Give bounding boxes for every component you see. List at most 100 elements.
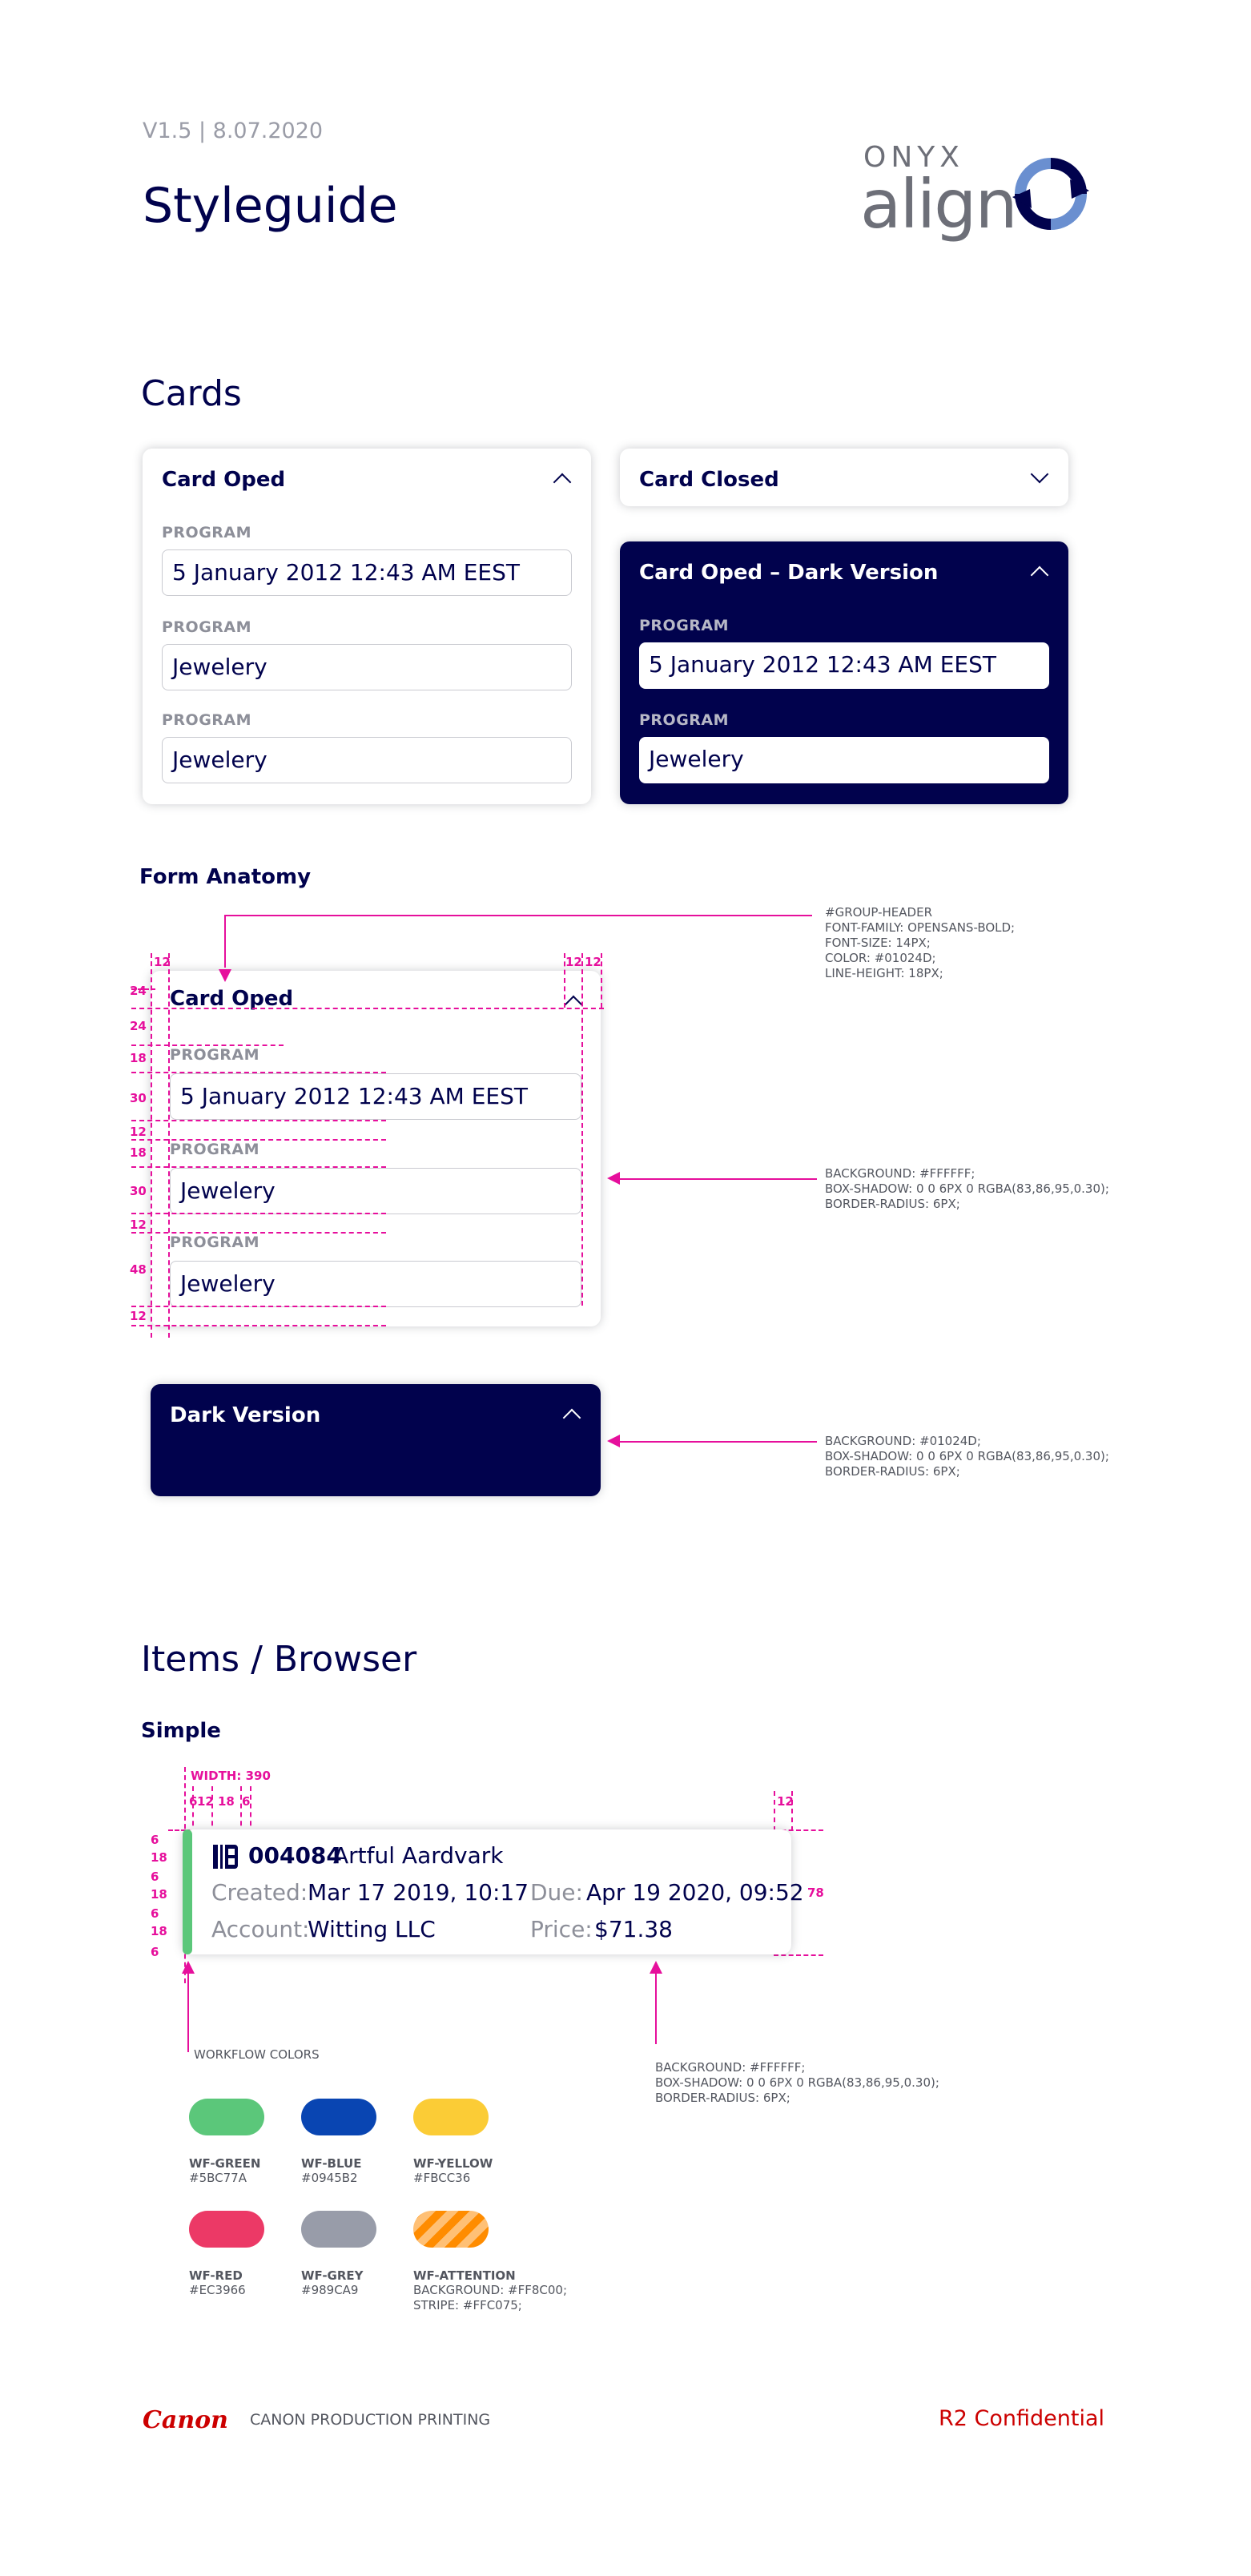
- dim-label: 12: [565, 955, 582, 969]
- guide-line: [168, 1829, 192, 1831]
- program-field[interactable]: Jewelery: [162, 737, 572, 783]
- swatch-yellow: [413, 2099, 489, 2135]
- swatch-attention: [413, 2211, 489, 2248]
- annotation-line: [620, 1441, 817, 1443]
- dim-label: 6: [151, 1870, 159, 1884]
- dim-label: 6: [189, 1794, 198, 1809]
- field-label: PROGRAM: [162, 618, 252, 636]
- guide-line: [192, 1786, 194, 1834]
- guide-line: [131, 1139, 386, 1141]
- swatch-blue: [301, 2099, 376, 2135]
- guide-line: [250, 1786, 251, 1834]
- guide-line: [131, 1072, 386, 1073]
- account-value: Witting LLC: [308, 1916, 436, 1942]
- header-spec-note: #GROUP-HEADER FONT-FAMILY: OPENSANS-BOLD…: [825, 905, 1016, 980]
- program-field[interactable]: 5 January 2012 12:43 AM EEST: [170, 1073, 581, 1120]
- onyx-align-logo: ONYX align: [860, 141, 1092, 245]
- annotation-line: [620, 1178, 817, 1180]
- width-note: WIDTH: 390: [191, 1769, 271, 1783]
- guide-line: [791, 1791, 793, 1831]
- swatch-hex: #5BC77A: [189, 2171, 247, 2185]
- dim-label: 12: [130, 1125, 147, 1139]
- dim-label: 24: [130, 1019, 147, 1033]
- workflow-stripe: [183, 1829, 192, 1954]
- field-label: PROGRAM: [162, 524, 252, 541]
- company-name: CANON PRODUCTION PRINTING: [250, 2411, 491, 2429]
- guide-line: [151, 953, 152, 1338]
- dim-label: 18: [218, 1794, 235, 1809]
- chevron-down-icon[interactable]: [1030, 465, 1049, 484]
- dark-version-title: Dark Version: [170, 1403, 321, 1427]
- program-field[interactable]: Jewelery: [170, 1168, 581, 1214]
- card-closed[interactable]: Card Closed: [620, 449, 1068, 506]
- annotation-line: [187, 1972, 189, 2052]
- dim-label: 12: [130, 1218, 147, 1232]
- item-name: Artful Aardvark: [333, 1842, 504, 1869]
- swatch-name: WF-RED: [189, 2268, 243, 2283]
- dim-label: 18: [151, 1924, 167, 1938]
- swatch-name: WF-GREEN: [189, 2156, 261, 2171]
- item-id: 004084: [248, 1842, 342, 1869]
- program-field[interactable]: Jewelery: [162, 644, 572, 690]
- guide-line: [774, 1829, 823, 1831]
- dim-label: 18: [151, 1850, 167, 1865]
- logo-onyx-text: ONYX: [863, 141, 964, 174]
- card-dark: Card Oped – Dark Version PROGRAM 5 Janua…: [620, 541, 1068, 804]
- program-field[interactable]: Jewelery: [170, 1261, 581, 1307]
- anatomy-card-title: Card Oped: [170, 987, 294, 1011]
- dim-label: 12: [585, 955, 601, 969]
- program-field[interactable]: 5 January 2012 12:43 AM EEST: [162, 549, 572, 596]
- arrow-down-icon: [219, 969, 231, 982]
- chevron-up-icon[interactable]: [1030, 566, 1049, 585]
- guide-line: [131, 1166, 386, 1168]
- swatch-name: WF-ATTENTION: [413, 2268, 516, 2283]
- workflow-colors-label: WORKFLOW COLORS: [194, 2047, 320, 2062]
- guide-line: [581, 953, 583, 1306]
- swatch-name: WF-YELLOW: [413, 2156, 493, 2171]
- item-card[interactable]: [183, 1829, 791, 1954]
- field-label: PROGRAM: [639, 617, 730, 634]
- dark-version-card: Dark Version: [151, 1384, 601, 1496]
- guide-line: [131, 1306, 386, 1307]
- program-field[interactable]: Jewelery: [639, 737, 1049, 783]
- swatch-green: [189, 2099, 264, 2135]
- guide-line: [774, 1791, 775, 1831]
- dim-label: 12: [197, 1794, 214, 1809]
- dim-label: 6: [151, 1945, 159, 1959]
- swatch-red: [189, 2211, 264, 2248]
- card-closed-title: Card Closed: [639, 468, 779, 492]
- field-label: PROGRAM: [162, 711, 252, 729]
- guide-line: [564, 953, 565, 1008]
- swatch-hex: #EC3966: [189, 2283, 246, 2297]
- card-spec-note: BACKGROUND: #FFFFFF; BOX-SHADOW: 0 0 6PX…: [825, 1166, 1109, 1211]
- barcode-icon: [213, 1845, 238, 1869]
- guide-line: [131, 1325, 386, 1326]
- card-open-title: Card Oped: [162, 468, 286, 492]
- dim-label: 12: [777, 1794, 794, 1809]
- arrow-up-icon: [182, 1961, 195, 1974]
- annotation-line: [224, 915, 812, 916]
- chevron-up-icon[interactable]: [564, 995, 583, 1014]
- guide-line: [131, 1044, 284, 1046]
- dim-label: 6: [151, 1833, 159, 1847]
- form-anatomy-title: Form Anatomy: [139, 865, 312, 889]
- items-section-title: Items / Browser: [141, 1639, 417, 1680]
- swatch-grey: [301, 2211, 376, 2248]
- canon-logo: Canon: [143, 2406, 228, 2434]
- card-dark-title: Card Oped – Dark Version: [639, 561, 939, 585]
- program-field[interactable]: 5 January 2012 12:43 AM EEST: [639, 642, 1049, 689]
- price-label: Price:: [530, 1916, 593, 1942]
- swatch-hex: BACKGROUND: #FF8C00; STRIPE: #FFC075;: [413, 2283, 568, 2312]
- guide-line: [601, 953, 602, 1008]
- guide-line: [211, 1786, 213, 1834]
- dark-card-spec-note: BACKGROUND: #01024D; BOX-SHADOW: 0 0 6PX…: [825, 1434, 1109, 1479]
- dim-label: 18: [130, 1145, 147, 1160]
- chevron-up-icon[interactable]: [553, 473, 572, 492]
- confidential-label: R2 Confidential: [939, 2406, 1105, 2431]
- dim-label: 12: [130, 1309, 147, 1323]
- swatch-hex: #FBCC36: [413, 2171, 471, 2185]
- field-label: PROGRAM: [170, 1234, 260, 1251]
- item-spec-note: BACKGROUND: #FFFFFF; BOX-SHADOW: 0 0 6PX…: [655, 2060, 939, 2105]
- chevron-up-icon[interactable]: [562, 1408, 581, 1427]
- due-label: Due:: [530, 1879, 583, 1906]
